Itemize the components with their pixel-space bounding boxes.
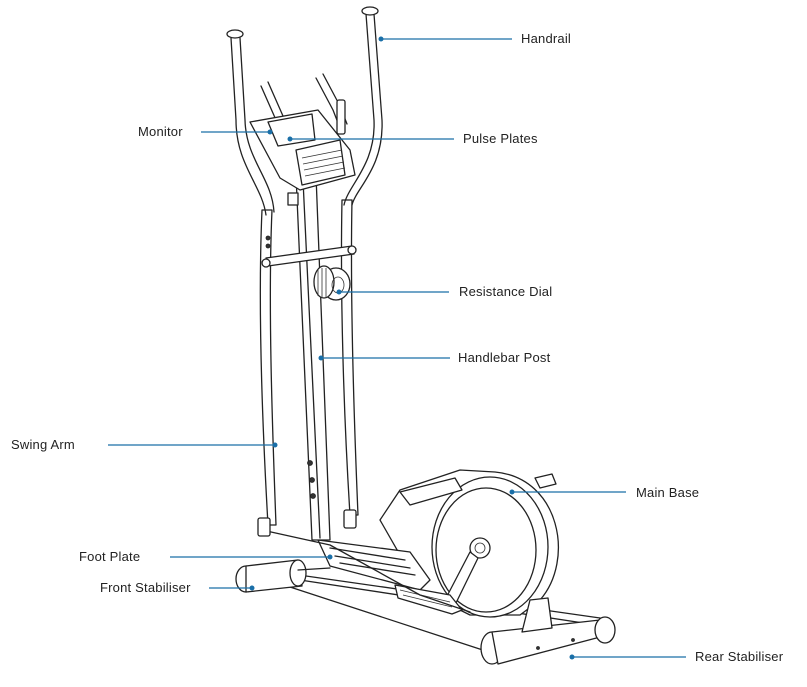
label-rear-stabiliser: Rear Stabiliser — [695, 649, 784, 664]
label-pulse-plates: Pulse Plates — [463, 131, 538, 146]
label-main-base: Main Base — [636, 485, 700, 500]
label-resistance-dial: Resistance Dial — [459, 284, 553, 299]
rear-stabiliser-drawing — [289, 573, 616, 665]
label-handrail: Handrail — [521, 31, 572, 46]
swing-arm-left-drawing — [257, 209, 277, 537]
leader-lines — [108, 36, 686, 660]
label-foot-plate: Foot Plate — [79, 549, 141, 564]
label-monitor: Monitor — [138, 124, 183, 139]
monitor-drawing — [249, 99, 356, 206]
label-front-stabiliser: Front Stabiliser — [100, 580, 191, 595]
front-stabiliser-drawing — [235, 559, 331, 593]
label-swing-arm: Swing Arm — [11, 437, 75, 452]
foot-plate-drawing — [261, 529, 471, 615]
resistance-dial-drawing — [313, 265, 351, 301]
label-handlebar-post: Handlebar Post — [458, 350, 551, 365]
